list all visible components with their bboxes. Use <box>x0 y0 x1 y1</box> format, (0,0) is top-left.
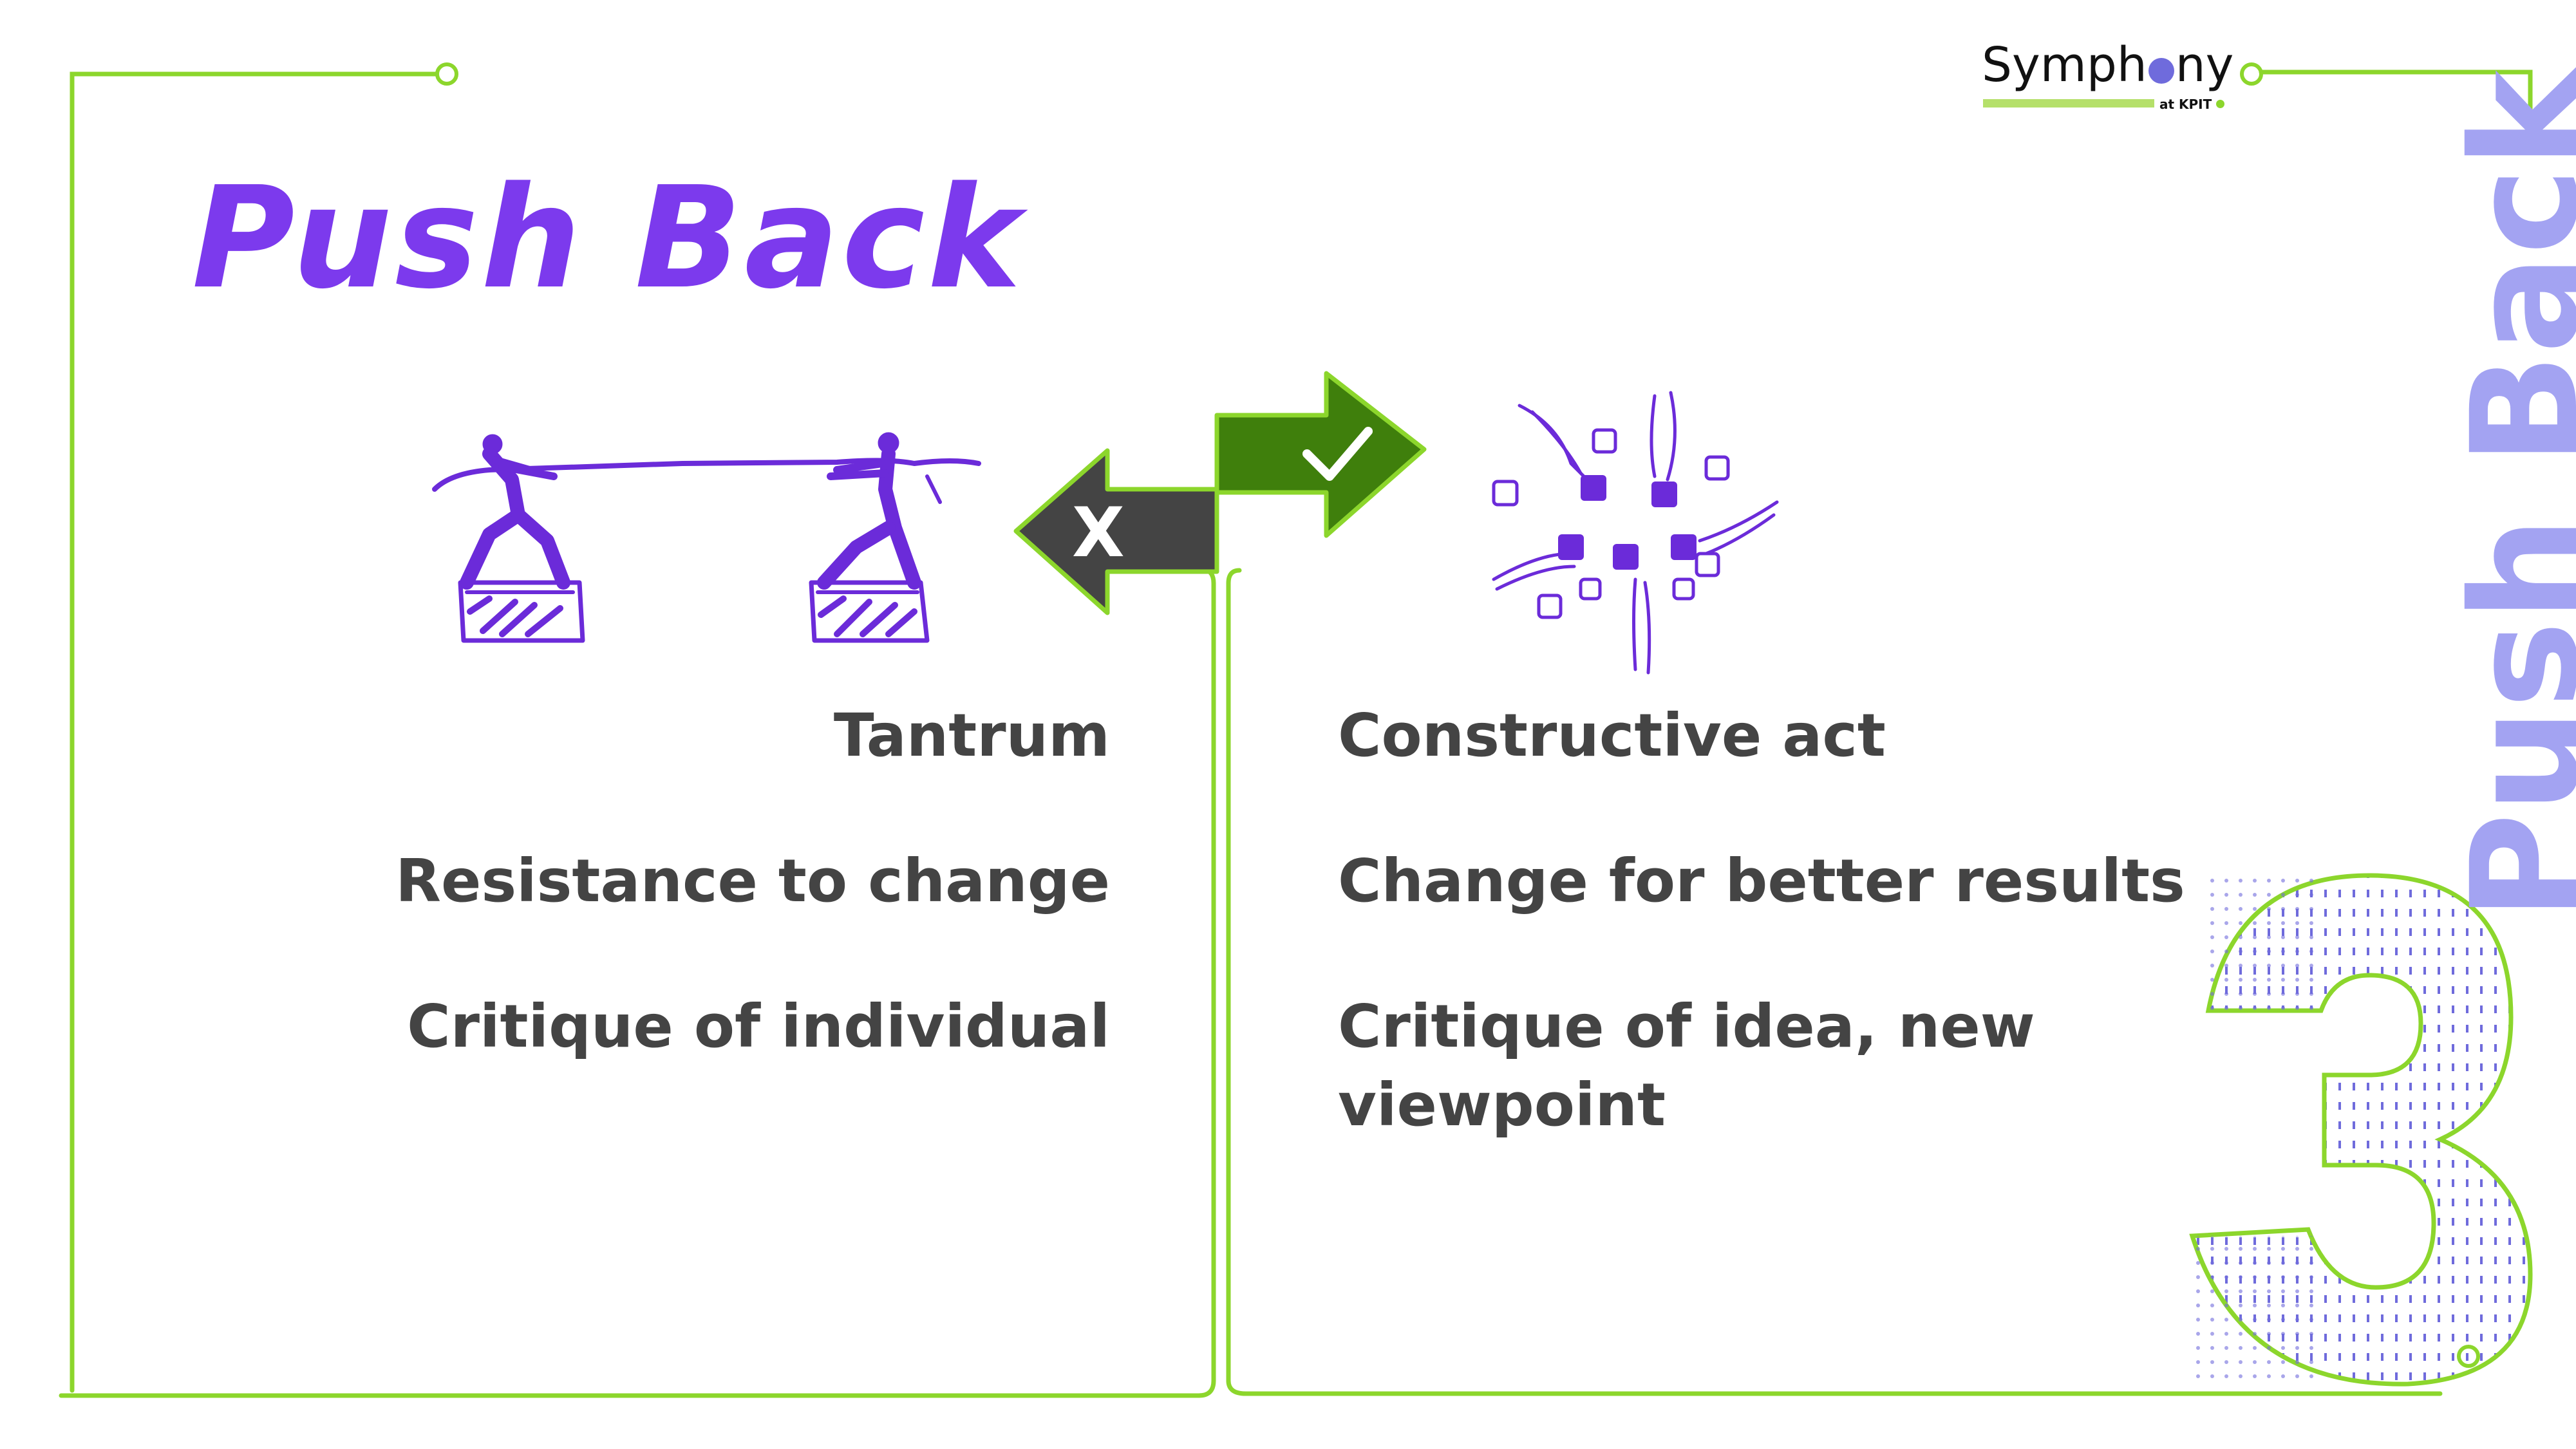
logo-word-start: Symph <box>1982 37 2147 93</box>
left-item-tantrum: Tantrum <box>833 701 1110 770</box>
check-icon <box>1302 427 1373 481</box>
logo-sub-dot-icon <box>2216 100 2224 108</box>
logo-word-end: ny <box>2175 37 2234 93</box>
logo-subtitle: at KPIT <box>2159 97 2212 112</box>
right-item-critique-idea: Critique of idea, new viewpoint <box>1338 992 2035 1139</box>
left-column-list: Tantrum Resistance to change Critique of… <box>273 696 1110 1133</box>
left-item-critique-individual: Critique of individual <box>407 992 1110 1061</box>
right-item-constructive: Constructive act <box>1338 701 1886 770</box>
dot-grid-lower <box>2189 1236 2318 1384</box>
wrong-mark-label: X <box>1072 493 1125 572</box>
sign-post-right <box>1226 568 1242 1383</box>
frame-left-top-line <box>70 71 440 1393</box>
frame-right-top-line <box>2259 70 2533 122</box>
right-way-arrow <box>1214 371 1427 538</box>
logo-underline <box>1983 99 2154 108</box>
frame-node-top-left <box>435 62 458 86</box>
logo-o-dot-icon <box>2148 58 2174 84</box>
page-title: Push Back <box>192 157 1024 320</box>
right-item-change-better: Change for better results <box>1338 846 2185 915</box>
wrong-way-arrow <box>1013 448 1219 615</box>
dot-grid-upper <box>2208 875 2318 1011</box>
frame-bottom-line-right <box>1226 1378 2443 1396</box>
left-item-resistance: Resistance to change <box>395 846 1110 915</box>
right-column-list: Constructive act Change for better resul… <box>1338 696 2226 1211</box>
